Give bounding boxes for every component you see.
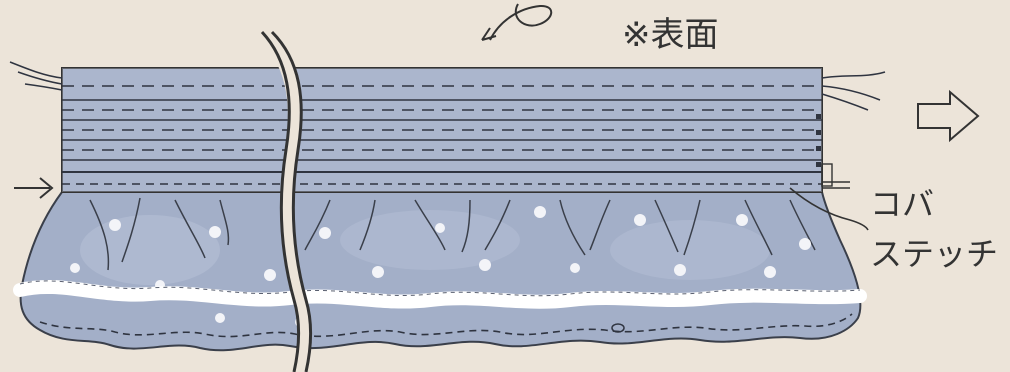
left-arrow-icon [14, 178, 52, 198]
face-side-label: ※表面 [622, 18, 719, 52]
swirl-arrow-icon [482, 4, 551, 40]
thread-tails-left [10, 62, 62, 90]
thread-tails-right [822, 72, 885, 110]
edge-stitch-label-line2: ステッチ [870, 238, 998, 270]
edge-stitch-label-line1: コバ [870, 188, 934, 220]
right-hollow-arrow-icon [918, 92, 978, 140]
